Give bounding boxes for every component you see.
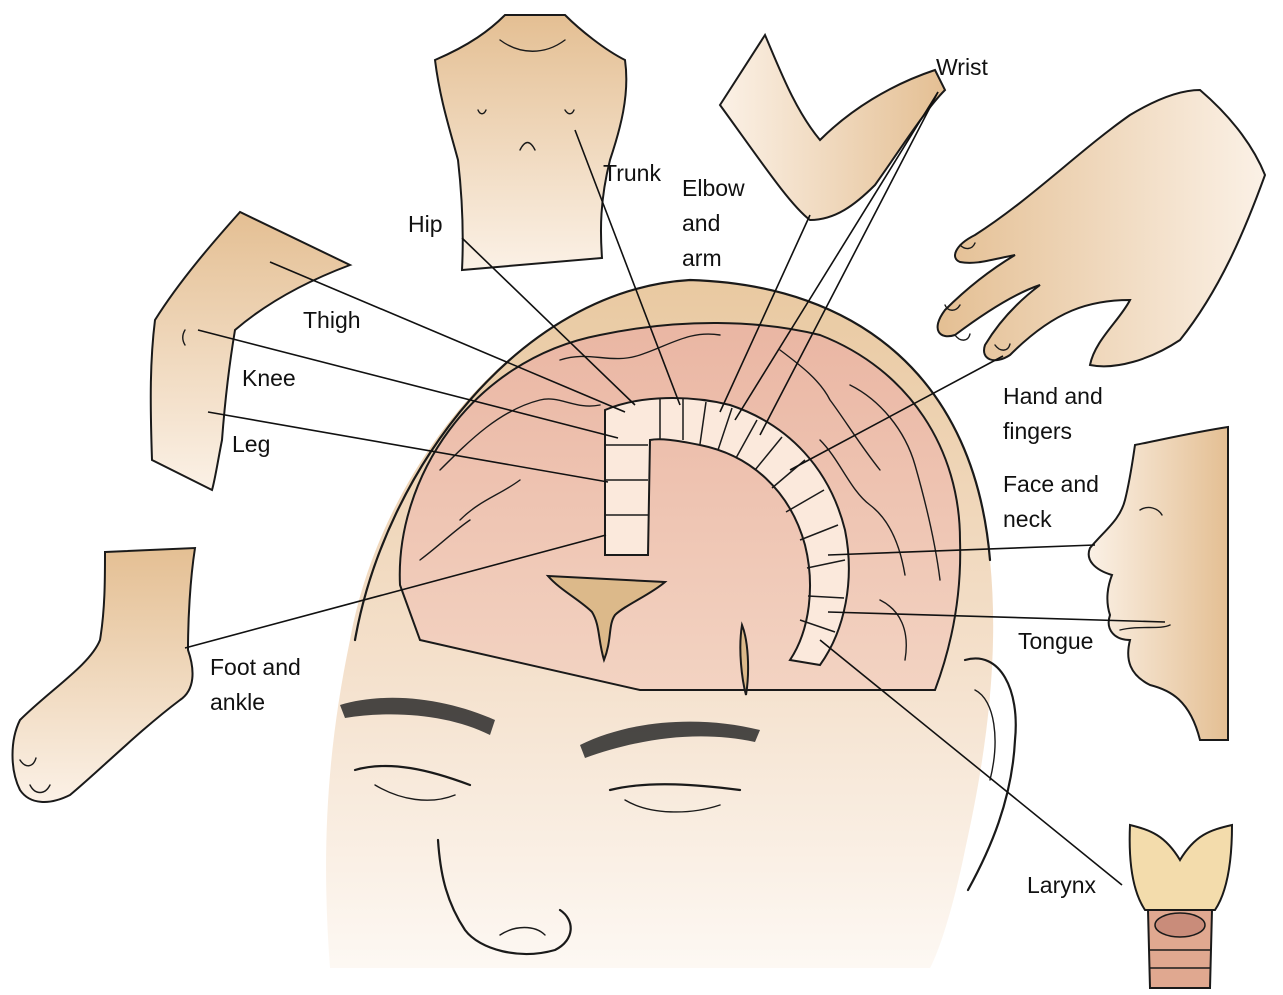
ventricle	[545, 574, 668, 664]
label-hand-line1: Hand and	[1003, 383, 1103, 409]
face-profile-illustration	[1087, 425, 1229, 741]
label-elbow-line1: Elbow	[682, 175, 745, 201]
cortex-segment-lines	[605, 398, 846, 633]
label-larynx: Larynx	[1027, 872, 1097, 898]
label-leg: Leg	[232, 431, 271, 457]
scalp-outline	[353, 278, 992, 642]
label-thigh: Thigh	[303, 307, 361, 333]
larynx-illustration	[1128, 823, 1234, 989]
leg-illustration	[149, 210, 353, 492]
head	[326, 278, 1017, 968]
left-eyebrow	[340, 697, 495, 735]
label-face-line2: neck	[1003, 506, 1052, 532]
label-tongue: Tongue	[1018, 628, 1094, 654]
ventricle-small	[739, 621, 750, 696]
label-elbow-and-arm: Elbow and arm	[682, 171, 745, 276]
leader-lines	[184, 91, 1166, 886]
label-foot-and-ankle: Foot and ankle	[210, 650, 301, 720]
arm-illustration	[718, 32, 947, 222]
foot-illustration	[11, 546, 197, 803]
label-elbow-line2: and	[682, 210, 721, 236]
label-hand-and-fingers: Hand and fingers	[1003, 379, 1103, 449]
right-eye	[608, 783, 742, 792]
label-face-and-neck: Face and neck	[1003, 467, 1099, 537]
nose	[436, 838, 572, 956]
label-wrist: Wrist	[936, 54, 988, 80]
right-eyebrow	[580, 721, 760, 758]
label-trunk: Trunk	[603, 160, 661, 186]
label-face-line1: Face and	[1003, 471, 1099, 497]
label-knee: Knee	[242, 365, 296, 391]
torso-illustration	[433, 14, 628, 272]
label-hand-line2: fingers	[1003, 418, 1073, 444]
hand-illustration	[936, 88, 1267, 368]
left-eye	[353, 764, 472, 787]
brain-gyri	[419, 333, 941, 661]
motor-cortex-strip	[604, 397, 850, 667]
brain-surface	[398, 322, 962, 691]
label-hip: Hip	[408, 211, 443, 237]
label-elbow-line3: arm	[682, 245, 722, 271]
label-foot-line1: Foot and	[210, 654, 301, 680]
label-foot-line2: ankle	[210, 689, 265, 715]
ear	[963, 657, 1017, 892]
